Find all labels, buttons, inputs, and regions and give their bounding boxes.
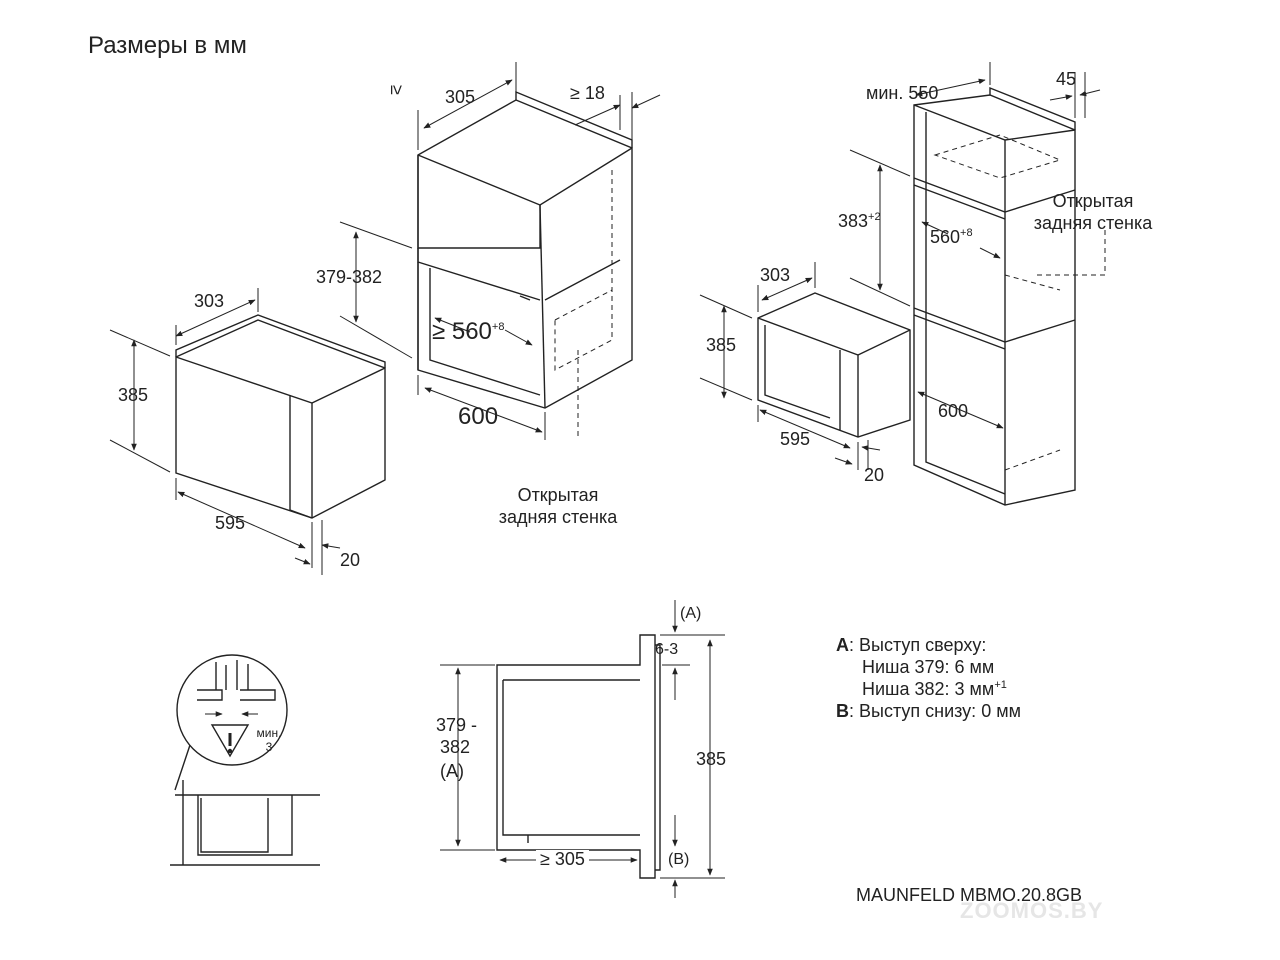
dim-side: 45 <box>1056 69 1077 89</box>
dim-panel: ≥ 18 <box>570 83 605 103</box>
dim-ge-symbol: ≥ <box>387 85 407 95</box>
note-b: B: Выступ снизу: 0 мм <box>836 701 1021 721</box>
dim-gap: 6-3 <box>655 641 679 658</box>
dim-cabinet-depth: 305 <box>445 87 476 107</box>
dim-door: 20 <box>340 550 361 570</box>
dim-tall-niche-width: 560+8 <box>930 227 973 247</box>
gap-min-label: мин.3 <box>256 726 282 754</box>
dimension-lines-fig3 <box>699 62 1101 470</box>
tall-cabinet-hidden <box>933 134 1106 471</box>
dim-section-depth: ≥ 305 <box>536 850 589 868</box>
dim-mw-front: 595 <box>780 429 811 449</box>
dim-tall-width: 600 <box>938 401 969 421</box>
page-title: Размеры в мм <box>88 32 247 59</box>
dimension-lines-fig2 <box>339 62 661 440</box>
side-section-drawing <box>496 634 661 879</box>
dim-niche-top: 379 - <box>436 715 478 735</box>
dim-niche-bottom: 382 <box>440 737 471 757</box>
model-name: MAUNFELD MBMO.20.8GB <box>856 885 1083 905</box>
point-a-label: (A) <box>680 605 702 622</box>
note-a-title: A: Выступ сверху: <box>836 635 987 655</box>
dimension-lines-fig5 <box>440 600 725 898</box>
dim-height: 385 <box>118 385 149 405</box>
note-a-379: Ниша 379: 6 мм <box>862 657 995 677</box>
watermark: ZOOMOS.BY <box>960 898 1104 923</box>
open-back-dashed <box>554 170 613 440</box>
note-a-382: Ниша 382: 3 мм+1 <box>862 679 1007 699</box>
dim-cabinet-width: 600 <box>458 403 499 430</box>
dimension-lines-fig1 <box>109 288 341 575</box>
wall-cabinet-drawing <box>417 90 633 409</box>
dim-width: 595 <box>215 513 246 533</box>
dim-section-height: 385 <box>696 749 727 769</box>
dim-depth: 303 <box>194 291 225 311</box>
point-a-niche-label: (A) <box>440 761 464 781</box>
microwave-unit-drawing <box>175 314 386 519</box>
dim-mw-height: 385 <box>706 335 737 355</box>
microwave-drawing-fig3 <box>757 292 911 438</box>
dim-niche-height: 379-382 <box>316 267 383 287</box>
dim-tall-niche-height: 383+2 <box>838 211 881 231</box>
tall-cabinet-drawing <box>913 86 1076 506</box>
dim-mw-door: 20 <box>864 465 885 485</box>
point-b-label: (B) <box>668 851 690 868</box>
dim-min-depth: мин. 550 <box>866 83 939 103</box>
gap-detail-drawing <box>170 654 320 866</box>
dim-mw-depth: 303 <box>760 265 791 285</box>
dim-niche-width: ≥ 560+8 <box>432 318 505 345</box>
